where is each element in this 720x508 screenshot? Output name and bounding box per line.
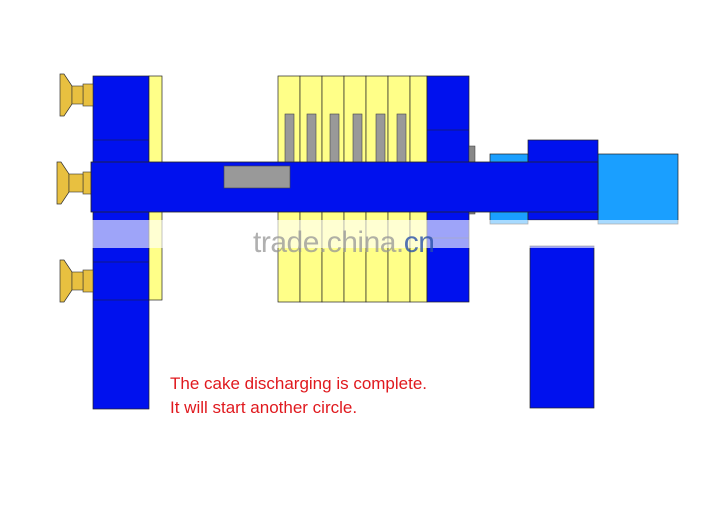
main-beam <box>90 161 599 213</box>
moving-block <box>223 165 291 189</box>
watermark: trade.china.cn <box>253 226 435 260</box>
plate-slot <box>329 113 340 165</box>
watermark-main: trade.china. <box>253 226 404 259</box>
handwheel-middle-icon <box>56 161 94 205</box>
plate-slot <box>306 113 317 165</box>
handwheel-bottom-icon <box>59 259 94 303</box>
plate-slot <box>396 113 407 165</box>
caption-line-1: The cake discharging is complete. <box>170 374 428 393</box>
plate-slot <box>375 113 386 165</box>
caption-line-2: It will start another circle. <box>170 398 358 417</box>
watermark-band <box>60 220 690 248</box>
watermark-accent: cn <box>403 226 435 259</box>
plate-slot <box>284 113 295 165</box>
handwheel-top-icon <box>59 73 94 117</box>
plate-slot <box>352 113 363 165</box>
